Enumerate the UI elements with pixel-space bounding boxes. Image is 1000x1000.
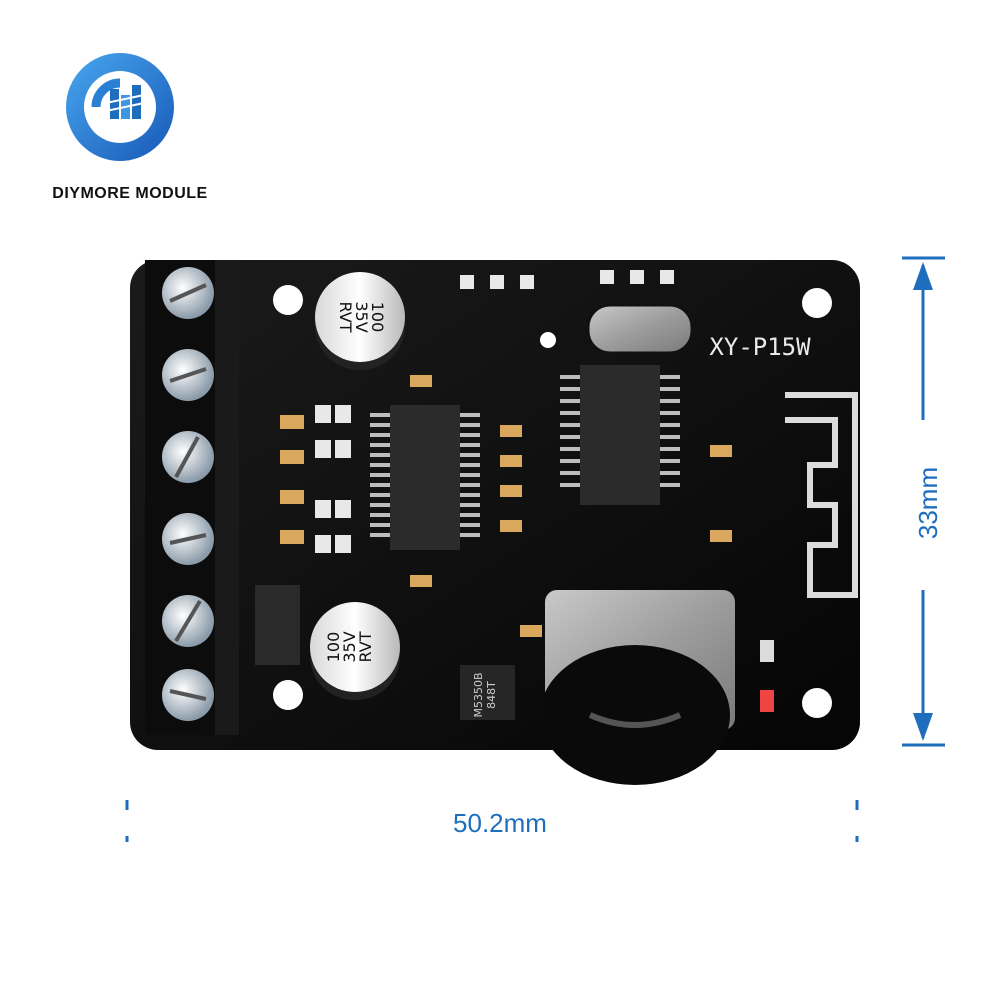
capacitor-1-voltage: 35V (352, 301, 371, 332)
capacitor-1-value: 100 (368, 302, 387, 333)
capacitor-2-series: RVT (356, 631, 375, 662)
amplifier-board-image: 100 35V RVT 100 35V RVT (130, 260, 860, 785)
width-dimension-label: 50.2mm (0, 808, 1000, 838)
capacitor-1-series: RVT (336, 302, 355, 333)
height-dimension-label: 33mm (913, 463, 943, 543)
model-label: XY-P15W (709, 333, 811, 361)
regulator-marking-line2: 848T (485, 681, 498, 709)
regulator-marking-line1: M5350B (472, 672, 485, 717)
capacitor-2-voltage: 35V (340, 631, 359, 662)
capacitor-2-value: 100 (324, 632, 343, 663)
diymore-logo-icon (66, 53, 174, 161)
brand-name: DIYMORE MODULE (52, 185, 208, 202)
